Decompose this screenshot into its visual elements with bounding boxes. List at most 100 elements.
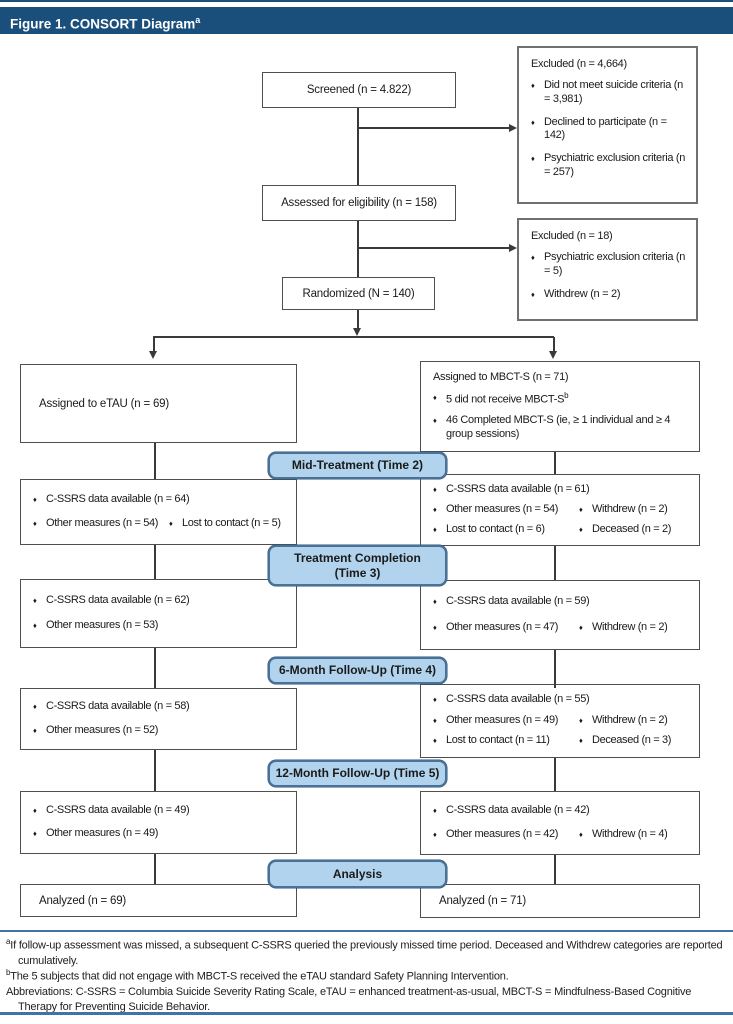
diamond-bullet-icon: ♦ [433, 695, 437, 705]
stage-label-mid-treatment: Mid-Treatment (Time 2) [268, 452, 447, 479]
t5-etau-item: ♦C-SSRS data available (n = 49) [33, 804, 190, 818]
excluded-box-1: Excluded (n = 4,664) ♦Did not meet suici… [517, 46, 698, 204]
t5-mbcts-item: ♦Other measures (n = 42) [433, 828, 579, 842]
flow-connector [554, 452, 556, 474]
footnote-b-marker: b [564, 391, 569, 400]
top-rule [0, 0, 733, 2]
t2-mbcts-item: ♦C-SSRS data available (n = 61) [433, 483, 590, 497]
analyzed-etau-box: Analyzed (n = 69) [20, 884, 297, 917]
bottom-rule [0, 1012, 733, 1015]
stage-label-analysis: Analysis [268, 860, 447, 888]
t5-etau-box: ♦C-SSRS data available (n = 49) ♦Other m… [20, 791, 297, 854]
flow-connector [554, 855, 556, 884]
diamond-bullet-icon: ♦ [579, 504, 583, 514]
assigned-mbcts-item: ♦5 did not receive MBCT-Sb [433, 391, 569, 406]
diamond-bullet-icon: ♦ [433, 715, 437, 725]
diamond-bullet-icon: ♦ [531, 253, 535, 262]
figure-title-bar: Figure 1. CONSORT Diagrama [0, 7, 733, 34]
diamond-bullet-icon: ♦ [33, 494, 37, 504]
t3-mbcts-item: ♦Withdrew (n = 2) [579, 621, 668, 635]
flow-connector [153, 337, 155, 352]
t2-etau-box: ♦C-SSRS data available (n = 64) ♦Other m… [20, 479, 297, 545]
t2-etau-item: ♦C-SSRS data available (n = 64) [33, 493, 190, 507]
flow-connector [358, 247, 509, 249]
t2-mbcts-item: ♦Other measures (n = 54) [433, 503, 579, 517]
t4-mbcts-item: ♦Withdrew (n = 2) [579, 714, 668, 728]
flow-connector [357, 108, 359, 185]
t4-etau-box: ♦C-SSRS data available (n = 58) ♦Other m… [20, 688, 297, 750]
figure-title: Figure 1. CONSORT Diagram [10, 16, 196, 32]
randomized-text: Randomized (N = 140) [302, 287, 415, 300]
diamond-bullet-icon: ♦ [579, 829, 583, 839]
t2-mbcts-box: ♦C-SSRS data available (n = 61) ♦Other m… [420, 474, 700, 546]
flow-connector [553, 337, 555, 352]
excluded-2-item: ♦Withdrew (n = 2) [531, 288, 686, 302]
t3-mbcts-item: ♦C-SSRS data available (n = 59) [433, 595, 590, 609]
t2-etau-item: ♦Other measures (n = 54) [33, 517, 169, 531]
t4-mbcts-box: ♦C-SSRS data available (n = 55) ♦Other m… [420, 684, 700, 758]
arrow-right-icon [509, 124, 517, 132]
diamond-bullet-icon: ♦ [33, 829, 37, 839]
t3-etau-item: ♦Other measures (n = 53) [33, 619, 158, 633]
flow-connector [554, 650, 556, 688]
flow-connector [358, 127, 509, 129]
diamond-bullet-icon: ♦ [33, 519, 37, 529]
t4-mbcts-item: ♦Deceased (n = 3) [579, 734, 671, 748]
t4-mbcts-item: ♦C-SSRS data available (n = 55) [433, 693, 590, 707]
diamond-bullet-icon: ♦ [579, 622, 583, 632]
footnote-b: bThe 5 subjects that did not engage with… [6, 968, 509, 983]
t2-etau-item: ♦Lost to contact (n = 5) [169, 517, 281, 531]
excluded-1-item: ♦Declined to participate (n = 142) [531, 115, 667, 142]
t4-mbcts-item: ♦Other measures (n = 49) [433, 714, 579, 728]
flow-connector [154, 443, 156, 479]
randomized-box: Randomized (N = 140) [282, 277, 435, 310]
assessed-box: Assessed for eligibility (n = 158) [262, 185, 456, 221]
diamond-bullet-icon: ♦ [433, 484, 437, 494]
diamond-bullet-icon: ♦ [33, 595, 37, 605]
flow-connector [154, 545, 156, 579]
flow-connector [153, 336, 554, 338]
t3-etau-box: ♦C-SSRS data available (n = 62) ♦Other m… [20, 579, 297, 648]
assigned-etau-box: Assigned to eTAU (n = 69) [20, 364, 297, 443]
diamond-bullet-icon: ♦ [531, 289, 535, 299]
diamond-bullet-icon: ♦ [433, 596, 437, 606]
screened-box: Screened (n = 4.822) [262, 72, 456, 108]
t3-etau-item: ♦C-SSRS data available (n = 62) [33, 594, 190, 608]
assigned-etau-text: Assigned to eTAU (n = 69) [39, 397, 169, 410]
t4-etau-item: ♦C-SSRS data available (n = 58) [33, 700, 190, 714]
flow-connector [154, 750, 156, 791]
diamond-bullet-icon: ♦ [531, 154, 535, 163]
diamond-bullet-icon: ♦ [433, 805, 437, 815]
diamond-bullet-icon: ♦ [33, 621, 37, 631]
excluded-1-item: ♦Psychiatric exclusion criteria (n = 257… [531, 152, 686, 178]
footnote-a: aIf follow-up assessment was missed, a s… [6, 937, 723, 967]
analyzed-etau-text: Analyzed (n = 69) [39, 894, 127, 907]
diamond-bullet-icon: ♦ [169, 519, 173, 529]
analyzed-mbcts-text: Analyzed (n = 71) [439, 895, 527, 907]
diamond-bullet-icon: ♦ [433, 829, 437, 839]
flow-connector [154, 648, 156, 688]
excluded-2-item: ♦Psychiatric exclusion criteria (n = 5) [531, 251, 686, 277]
t5-etau-item: ♦Other measures (n = 49) [33, 827, 158, 841]
arrow-down-icon [353, 328, 361, 336]
t5-mbcts-box: ♦C-SSRS data available (n = 42) ♦Other m… [420, 791, 700, 855]
flow-connector [357, 310, 359, 329]
arrow-down-icon [549, 351, 557, 359]
diamond-bullet-icon: ♦ [433, 416, 437, 426]
diamond-bullet-icon: ♦ [33, 805, 37, 815]
footnote-abbreviations: Abbreviations: C-SSRS = Columbia Suicide… [6, 985, 692, 1013]
flow-connector [554, 546, 556, 580]
excluded-2-title: Excluded (n = 18) [531, 230, 613, 242]
flow-connector [357, 221, 359, 277]
t3-mbcts-item: ♦Other measures (n = 47) [433, 621, 579, 635]
stage-label-12-month: 12-Month Follow-Up (Time 5) [268, 760, 447, 787]
excluded-box-2: Excluded (n = 18) ♦Psychiatric exclusion… [517, 218, 698, 321]
figure-title-superscript: a [195, 15, 201, 25]
flow-connector [554, 758, 556, 791]
excluded-1-item: ♦Did not meet suicide criteria (n = 3,98… [531, 79, 683, 105]
t3-mbcts-box: ♦C-SSRS data available (n = 59) ♦Other m… [420, 580, 700, 650]
t2-mbcts-item: ♦Withdrew (n = 2) [579, 503, 668, 517]
diamond-bullet-icon: ♦ [433, 622, 437, 632]
diamond-bullet-icon: ♦ [579, 524, 583, 534]
